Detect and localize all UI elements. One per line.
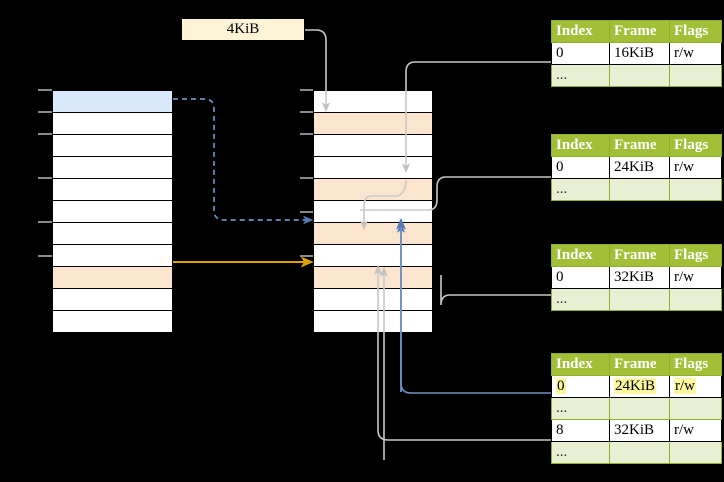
cell-frame: 24KiB bbox=[609, 375, 670, 398]
cell-frame: 32KiB bbox=[609, 266, 670, 289]
column-header-frame: Frame bbox=[609, 20, 670, 43]
connector-table4row8-to-frame bbox=[373, 264, 552, 441]
table-row[interactable]: ... bbox=[551, 397, 722, 420]
connector-table1-to-frame bbox=[401, 61, 552, 174]
middle-block-ticks bbox=[300, 89, 313, 257]
column-header-flags: Flags bbox=[669, 20, 722, 43]
connector-table3-seg bbox=[440, 275, 552, 306]
cell-flags bbox=[669, 441, 722, 464]
cell-flags bbox=[669, 397, 722, 420]
cell-frame bbox=[609, 178, 670, 201]
column-header-frame: Frame bbox=[609, 134, 670, 157]
cell-index: ... bbox=[551, 397, 610, 420]
highlighted-value: r/w bbox=[674, 378, 696, 394]
cell-flags bbox=[669, 64, 722, 87]
connector-frame-internal-down bbox=[359, 179, 407, 231]
column-header-index: Index bbox=[551, 134, 610, 157]
cell-index: 0 bbox=[551, 375, 610, 398]
column-header-frame: Frame bbox=[609, 353, 670, 376]
virtual-address-space-row-10 bbox=[52, 310, 173, 334]
cell-index: ... bbox=[551, 178, 610, 201]
highlighted-value: 24KiB bbox=[614, 378, 657, 394]
cell-index: 0 bbox=[551, 266, 610, 289]
table-row[interactable]: ... bbox=[551, 178, 722, 201]
physical-memory-row-10 bbox=[313, 310, 433, 334]
column-header-flags: Flags bbox=[669, 134, 722, 157]
table-row[interactable]: ... bbox=[551, 441, 722, 464]
cell-flags: r/w bbox=[669, 375, 722, 398]
cell-index: ... bbox=[551, 441, 610, 464]
cell-frame: 32KiB bbox=[609, 419, 670, 442]
cell-index: ... bbox=[551, 288, 610, 311]
cell-index: 8 bbox=[551, 419, 610, 442]
cell-flags bbox=[669, 288, 722, 311]
cell-flags: r/w bbox=[669, 419, 722, 442]
cell-flags: r/w bbox=[669, 42, 722, 65]
cell-index: 0 bbox=[551, 42, 610, 65]
frame-uparrow-right-helper bbox=[412, 272, 418, 300]
column-header-frame: Frame bbox=[609, 244, 670, 267]
cell-flags bbox=[669, 178, 722, 201]
table-row[interactable]: ... bbox=[551, 64, 722, 87]
connector-pagesize-to-frame bbox=[305, 29, 331, 113]
cell-frame bbox=[609, 397, 670, 420]
cell-frame bbox=[609, 441, 670, 464]
cell-flags: r/w bbox=[669, 156, 722, 179]
cell-frame bbox=[609, 288, 670, 311]
left-block-ticks bbox=[38, 89, 52, 257]
highlighted-value: 0 bbox=[556, 378, 566, 394]
column-header-index: Index bbox=[551, 20, 610, 43]
cell-frame: 24KiB bbox=[609, 156, 670, 179]
connector-table2-seg bbox=[360, 176, 552, 211]
table-row[interactable]: 0 24KiB r/w bbox=[551, 375, 722, 398]
cell-index: 0 bbox=[551, 156, 610, 179]
cell-frame: 16KiB bbox=[609, 42, 670, 65]
cell-index: ... bbox=[551, 64, 610, 87]
column-header-index: Index bbox=[551, 353, 610, 376]
cell-flags: r/w bbox=[669, 266, 722, 289]
column-header-flags: Flags bbox=[669, 244, 722, 267]
page-size-label: 4KiB bbox=[182, 19, 304, 40]
column-header-flags: Flags bbox=[669, 353, 722, 376]
cell-frame bbox=[609, 64, 670, 87]
column-header-index: Index bbox=[551, 244, 610, 267]
table-row[interactable]: ... bbox=[551, 288, 722, 311]
